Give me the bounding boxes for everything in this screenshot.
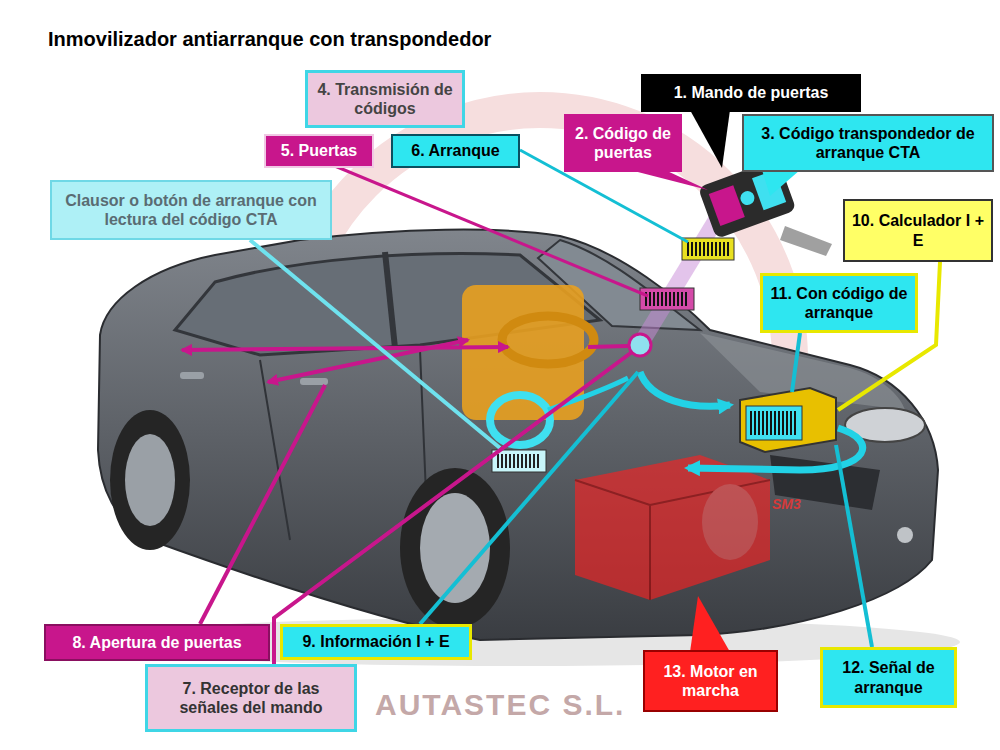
callout-text: 7. Receptor de las señales del mando — [154, 679, 348, 717]
ecu-box — [740, 388, 836, 452]
callout-text: 12. Señal de arranque — [829, 658, 948, 696]
chip-bars — [645, 292, 689, 306]
key-blade — [780, 226, 832, 256]
leader-line — [200, 385, 325, 624]
start-chip — [682, 238, 734, 260]
callout-box: 8. Apertura de puertas — [44, 624, 270, 661]
leader-line — [330, 164, 648, 296]
callout-tail — [630, 170, 708, 190]
door-chip — [640, 288, 694, 310]
callout-box: 12. Señal de arranque — [820, 647, 957, 708]
code-arrow — [640, 372, 730, 406]
ecu-front — [746, 406, 802, 440]
badge-text: SM3 — [772, 496, 801, 512]
rear-wheel — [110, 410, 190, 550]
callout-tail — [690, 596, 730, 652]
callout-box: 13. Motor en marcha — [643, 650, 778, 712]
chip-bars — [750, 411, 798, 435]
callout-text: 4. Transmisión de códigos — [314, 80, 456, 118]
chip-bars — [497, 454, 541, 468]
callout-text: 9. Información I + E — [302, 632, 449, 651]
fob-door-code — [709, 185, 745, 226]
callout-box: 1. Mando de puertas — [641, 74, 861, 112]
callout-box: 6. Arranque — [391, 134, 520, 168]
door-handle — [180, 372, 204, 379]
callout-text: 5. Puertas — [281, 141, 357, 160]
ignition-chip — [492, 450, 546, 472]
diagram-title: Inmovilizador antiarranque con transpond… — [48, 28, 491, 51]
callout-text: 3. Código transpondedor de arranque CTA — [750, 124, 986, 162]
callout-box: 5. Puertas — [264, 134, 374, 168]
callout-text: 1. Mando de puertas — [674, 83, 829, 102]
leader-line — [792, 333, 800, 392]
leader-line — [420, 372, 638, 624]
leader-line — [250, 240, 500, 448]
callout-text: 10. Calculador I + E — [851, 211, 985, 249]
door-handle — [300, 378, 328, 385]
engine-edges — [575, 480, 770, 600]
callout-box: 7. Receptor de las señales del mando — [145, 664, 357, 732]
steering-wheel — [502, 316, 594, 364]
leader-line — [836, 445, 872, 647]
callout-text: 8. Apertura de puertas — [72, 633, 241, 652]
door-arrow — [268, 340, 468, 382]
watermark: AUTASTEC S.L. — [375, 688, 625, 722]
front-wheel — [400, 468, 510, 628]
callout-box: 10. Calculador I + E — [843, 199, 993, 262]
door-pillar — [385, 252, 395, 348]
callout-box: 3. Código transpondedor de arranque CTA — [742, 114, 994, 172]
rear-rim — [125, 434, 175, 526]
callout-text: 11. Con código de arranque — [769, 284, 909, 322]
callout-box: 9. Información I + E — [280, 624, 472, 660]
callout-tail — [690, 110, 730, 168]
callout-text: 13. Motor en marcha — [651, 662, 770, 700]
callout-box: 11. Con código de arranque — [760, 273, 918, 333]
callout-box: Clausor o botón de arranque con lectura … — [50, 180, 332, 240]
chip-bars — [687, 242, 729, 256]
callout-text: Clausor o botón de arranque con lectura … — [58, 191, 324, 229]
engine-cylinder — [702, 484, 758, 560]
callout-box: 2. Código de puertas — [564, 114, 682, 172]
engine-block — [575, 455, 770, 600]
fob-transponder — [739, 189, 757, 207]
door-arrow — [182, 347, 508, 350]
callout-box: 4. Transmisión de códigos — [305, 70, 465, 128]
callout-text: 2. Código de puertas — [572, 124, 674, 162]
fog-light — [897, 527, 913, 543]
engine — [575, 455, 770, 600]
callout-text: 6. Arranque — [411, 141, 499, 160]
callout-tail — [762, 170, 800, 196]
door-wire — [588, 346, 628, 347]
leader-line — [274, 352, 632, 664]
